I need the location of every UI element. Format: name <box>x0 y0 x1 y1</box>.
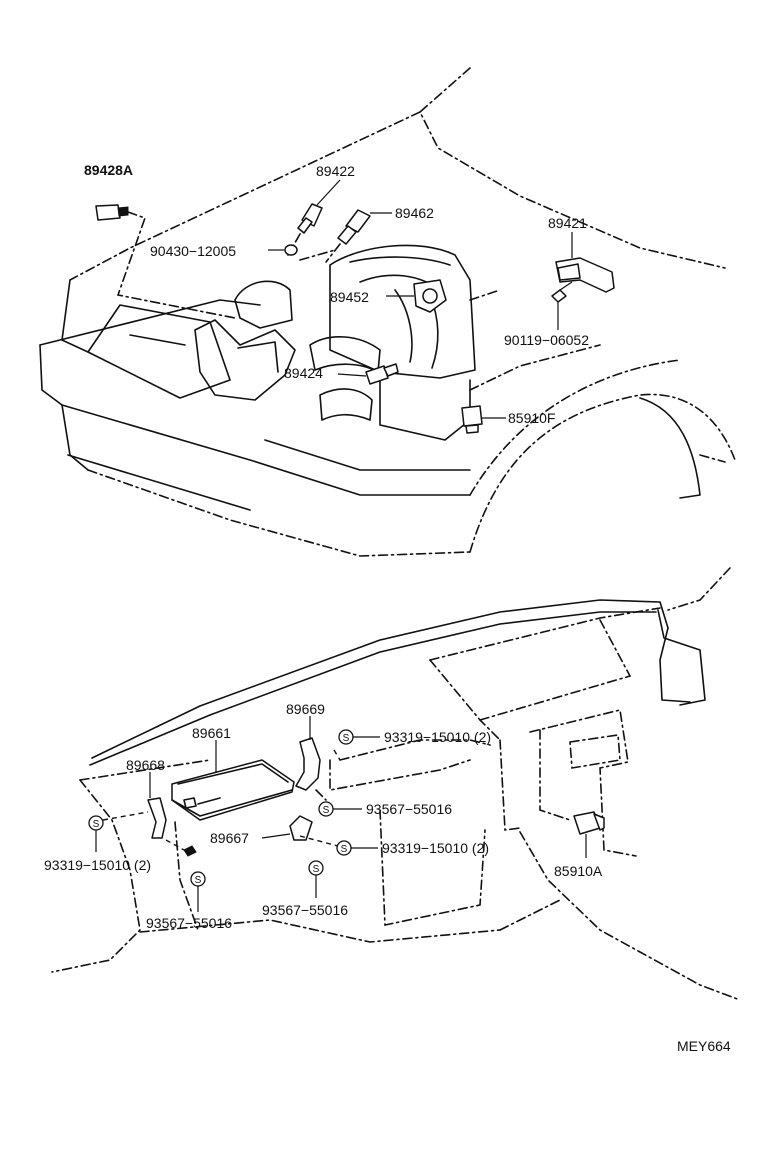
part-90119-06052 <box>551 281 573 303</box>
symbol-s-93567-b: S <box>190 871 206 912</box>
label-89667: 89667 <box>210 830 249 846</box>
part-nut <box>165 839 197 857</box>
label-90430-12005: 90430−12005 <box>150 243 236 259</box>
label-89424: 89424 <box>284 365 323 381</box>
part-89422 <box>287 179 341 256</box>
part-85910F <box>461 405 506 434</box>
label-89421: 89421 <box>548 215 587 231</box>
symbol-s-93319-a: S <box>333 729 380 761</box>
part-89668 <box>147 772 167 839</box>
label-89422: 89422 <box>316 163 355 179</box>
label-93567-55016-b: 93567−55016 <box>146 915 232 931</box>
label-93319-15010-b: 93319−15010 (2) <box>44 857 151 873</box>
symbol-s-93567-a: S <box>318 801 362 817</box>
symbol-s-letter: S <box>313 864 320 875</box>
label-89668: 89668 <box>126 757 165 773</box>
symbol-s-93319-b: S <box>88 811 149 852</box>
label-90119-06052: 90119−06052 <box>504 332 589 348</box>
label-85910A: 85910A <box>554 863 603 879</box>
part-89667 <box>261 815 313 841</box>
label-89452: 89452 <box>330 289 369 305</box>
part-89421 <box>555 232 615 330</box>
part-89424 <box>337 363 399 385</box>
drawing-code: MEY664 <box>677 1038 731 1054</box>
symbol-s-letter: S <box>93 819 100 830</box>
symbol-s-letter: S <box>343 733 350 744</box>
label-89669: 89669 <box>286 701 325 717</box>
label-89462: 89462 <box>395 205 434 221</box>
label-93567-55016-a: 93567−55016 <box>366 801 452 817</box>
part-90430-12005 <box>268 244 298 256</box>
part-89669 <box>295 716 327 801</box>
label-93567-55016-c: 93567−55016 <box>262 902 348 918</box>
label-85910F: 85910F <box>508 410 555 426</box>
label-93319-15010-c: 93319−15010 (2) <box>382 840 489 856</box>
symbol-s-letter: S <box>195 875 202 886</box>
interior-dash-illustration <box>51 567 741 1001</box>
part-89661-ecu <box>171 740 295 821</box>
symbol-s-93567-c: S <box>308 860 324 898</box>
label-89661: 89661 <box>192 725 231 741</box>
engine-bay-illustration <box>39 67 736 557</box>
label-89428A: 89428A <box>84 162 133 178</box>
part-89428A <box>95 204 236 319</box>
symbol-s-letter: S <box>341 844 348 855</box>
part-89452 <box>386 279 447 313</box>
symbol-s-93319-c: S <box>299 835 378 856</box>
label-93319-15010-a: 93319−15010 (2) <box>384 729 491 745</box>
symbol-s-letter: S <box>323 805 330 816</box>
part-85910A <box>573 811 605 858</box>
part-89462 <box>325 209 392 263</box>
